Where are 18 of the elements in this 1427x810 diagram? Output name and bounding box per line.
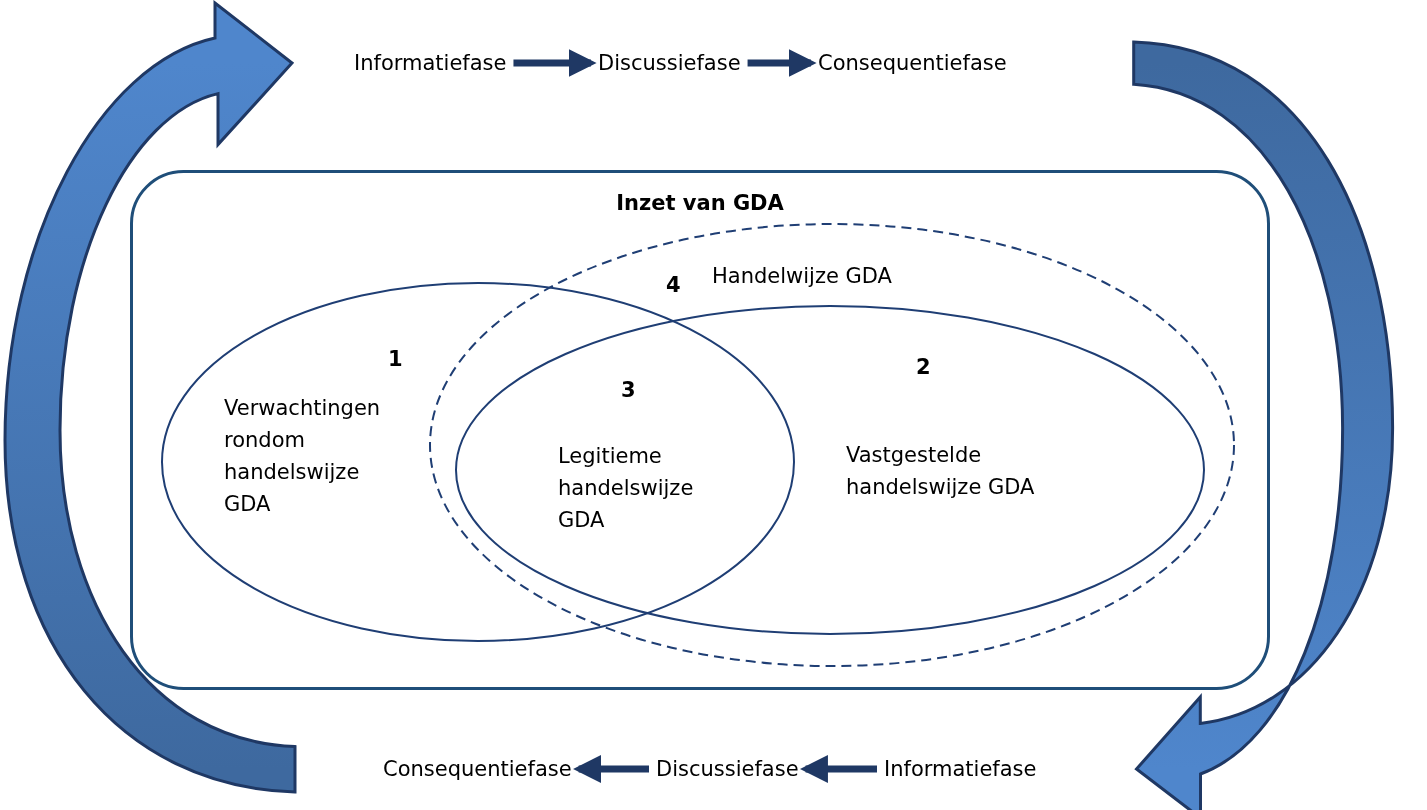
curved-arrow <box>1132 40 1395 810</box>
phase-label: Consequentiefase <box>818 47 1007 79</box>
area-label: Vastgestelde handelswijze GDA <box>846 442 1036 501</box>
curved-arrow <box>3 1 297 794</box>
arrow <box>747 49 817 77</box>
area-label: Verwachtingen rondom handelswijze GDA <box>224 395 382 518</box>
phase-label: Consequentiefase <box>383 753 572 785</box>
area-label: Legitieme handelswijze GDA <box>558 443 695 534</box>
phase-label: Discussiefase <box>598 47 741 79</box>
frame-title: Inzet van GDA <box>616 191 784 215</box>
area-label: Handelwijze GDA <box>712 263 893 290</box>
area-number: 3 <box>621 378 636 402</box>
area-number: 2 <box>916 355 931 379</box>
area-number: 1 <box>388 347 403 371</box>
phase-label: Informatiefase <box>884 753 1037 785</box>
phase-label: Informatiefase <box>354 47 507 79</box>
area-number: 4 <box>666 273 681 297</box>
phase-label: Discussiefase <box>656 753 799 785</box>
